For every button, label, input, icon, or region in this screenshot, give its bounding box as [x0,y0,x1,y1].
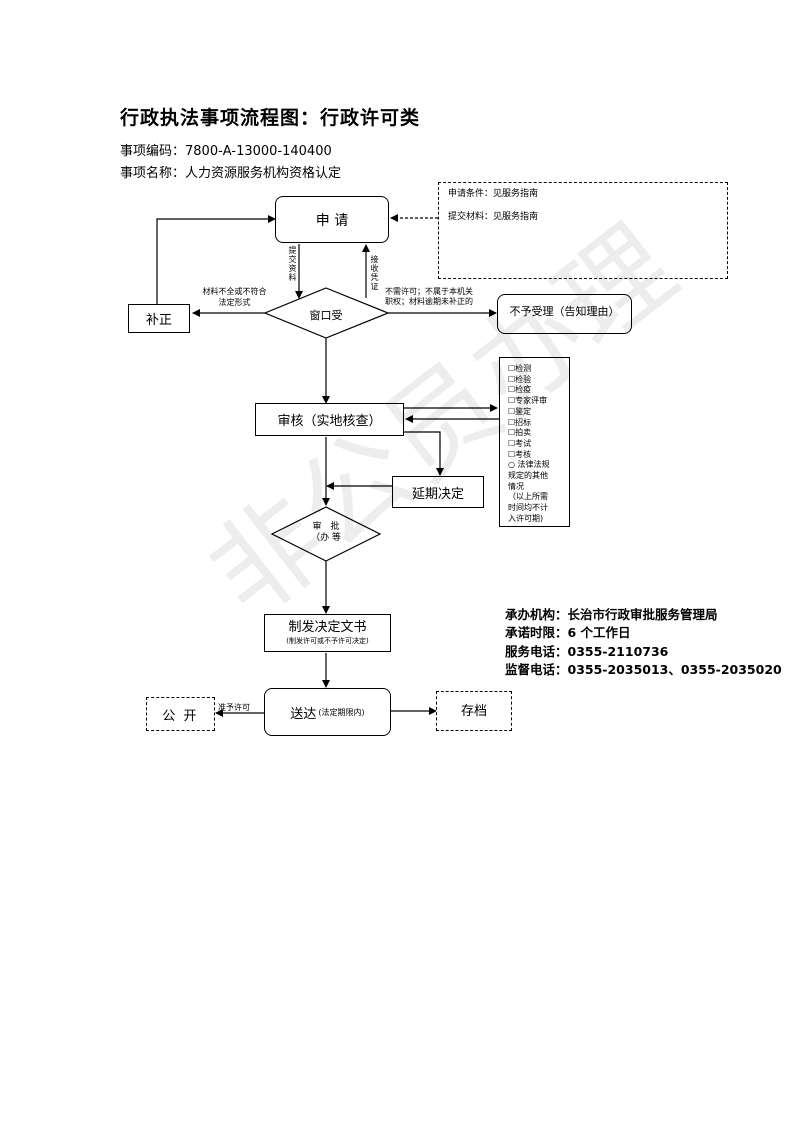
procedure-item: ☐招标 [508,417,532,427]
receive-label: 接收凭证 [370,255,379,291]
procedure-item: 规定的其他 [508,471,548,481]
reject-label: 不需许可；不属于本机关 职权；材料逾期未补正的 [385,287,473,306]
supervise-phone-info: 监督电话：0355-2035013、0355-2035020 [505,662,782,677]
special-procedures-list: ☐检测☐检验☐检疫☐专家评审☐鉴定☐招标☐拍卖☐考试☐考核○ 法律法规规定的其他… [508,364,569,525]
reject-node: 不予受理（告知理由） [497,294,632,334]
procedure-item: ☐检测 [508,364,532,373]
submit-label: 提交资料 [288,246,297,282]
window-node: 窗口受 [309,309,343,322]
procedure-item: ○ 法律法规 [508,460,550,470]
deliver-main: 送达 [290,706,317,722]
special-procedures-box: ☐检测☐检验☐检疫☐专家评审☐鉴定☐招标☐拍卖☐考试☐考核○ 法律法规规定的其他… [499,357,570,527]
approve-diamond [270,506,382,562]
procedure-item: （以上所需 [508,492,548,502]
public-node: 公 开 [146,697,215,731]
item-code: 事项编码：7800-A-13000-140400 [120,144,332,159]
permit-label: 准予许可 [218,703,250,712]
issue-main: 制发决定文书 [288,620,367,635]
window-diamond [263,287,390,339]
review-node: 审核（实地核查） [255,403,404,436]
issue-node: 制发决定文书 (制发许可或不予许可决定) [264,614,391,652]
procedure-item: ☐鉴定 [508,406,532,416]
time-limit-info: 承诺时限：6 个工作日 [505,625,631,640]
service-phone-info: 服务电话：0355-2110736 [505,644,669,659]
procedure-item: ☐考核 [508,449,532,459]
issue-sub: (制发许可或不予许可决定) [286,637,369,645]
procedure-item: ☐检疫 [508,385,532,395]
deliver-node: 送达 (法定期限内) [264,688,391,736]
deliver-sub: (法定期限内) [318,707,365,717]
procedure-item: ☐检验 [508,374,532,384]
page-title: 行政执法事项流程图：行政许可类 [120,107,421,129]
procedure-item: ☐拍卖 [508,428,532,438]
extend-node: 延期决定 [392,476,484,508]
item-name: 事项名称：人力资源服务机构资格认定 [120,166,342,181]
arrow-review-to-extend [404,431,444,476]
procedure-item: 入许可期) [508,513,544,523]
archive-node: 存档 [436,691,512,731]
requirement-conditions: 申请条件：见服务指南 [448,189,539,199]
procedure-item: 情况 [508,481,524,491]
procedure-item: ☐专家评审 [508,396,548,406]
approve-node: 审 批 （办 等 [311,522,341,543]
incomplete-label: 材料不全或不符合 法定形式 [202,287,267,307]
supplement-node: 补正 [128,304,190,333]
arrow-supplement-loop [156,215,276,304]
agency-info: 承办机构：长治市行政审批服务管理局 [505,607,718,622]
requirement-materials: 提交材料：见服务指南 [448,212,539,222]
procedure-item: ☐考试 [508,438,532,448]
procedure-item: 时间均不计 [508,503,548,513]
requirements-box: 申请条件：见服务指南 提交材料：见服务指南 [438,182,728,279]
apply-node: 申 请 [275,196,389,243]
